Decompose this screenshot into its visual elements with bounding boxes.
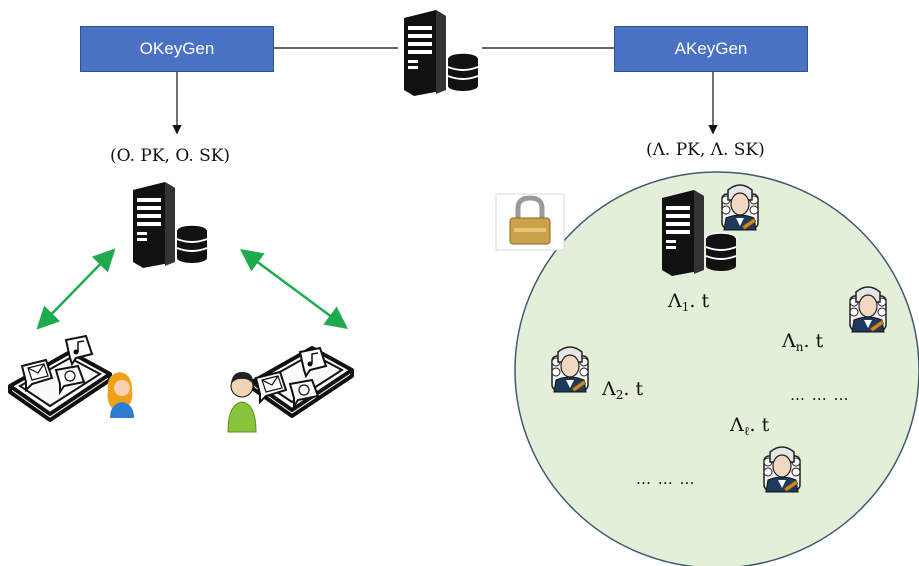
judge-icon bbox=[551, 346, 589, 393]
token-subscript: 1 bbox=[681, 300, 690, 314]
judge-icon bbox=[721, 184, 759, 231]
authority-token-n: Λn. t bbox=[782, 330, 823, 354]
judge-icon bbox=[849, 286, 887, 333]
token-base: Λ bbox=[782, 330, 796, 352]
judge-icon bbox=[763, 446, 801, 493]
left-user-channel-arrow bbox=[36, 248, 116, 330]
ellipsis-bottom: … … … bbox=[636, 470, 696, 488]
authority-token-2: Λ2. t bbox=[602, 378, 643, 402]
token-suffix: . t bbox=[803, 330, 824, 352]
token-subscript: n bbox=[795, 340, 804, 354]
owner-server-icon bbox=[132, 181, 208, 269]
akeygen-label: AKeyGen bbox=[674, 39, 748, 58]
lock-icon bbox=[495, 193, 565, 251]
token-suffix: . t bbox=[689, 290, 710, 312]
token-base: Λ bbox=[602, 378, 616, 400]
authority-token-l: Λℓ. t bbox=[730, 414, 769, 439]
okeygen-box: OKeyGen bbox=[80, 26, 274, 72]
token-subscript: ℓ bbox=[743, 424, 750, 438]
owner-key-pair: (O. PK, O. SK) bbox=[110, 146, 231, 166]
man-user-icon bbox=[227, 372, 257, 433]
ellipsis-right: … … … bbox=[790, 386, 850, 404]
akeygen-box: AKeyGen bbox=[614, 26, 808, 72]
authority-group-circle bbox=[514, 171, 919, 566]
token-subscript: 2 bbox=[615, 388, 624, 402]
token-suffix: . t bbox=[623, 378, 644, 400]
token-base: Λ bbox=[730, 414, 744, 436]
token-base: Λ bbox=[668, 290, 682, 312]
authority-token-1: Λ1. t bbox=[668, 290, 709, 314]
woman-user-icon bbox=[107, 372, 134, 418]
token-suffix: . t bbox=[749, 414, 770, 436]
central-server-icon bbox=[403, 9, 479, 97]
authority-key-pair: (Λ. PK, Λ. SK) bbox=[646, 140, 765, 160]
right-user-channel-arrow bbox=[239, 249, 349, 329]
okeygen-label: OKeyGen bbox=[139, 39, 215, 58]
